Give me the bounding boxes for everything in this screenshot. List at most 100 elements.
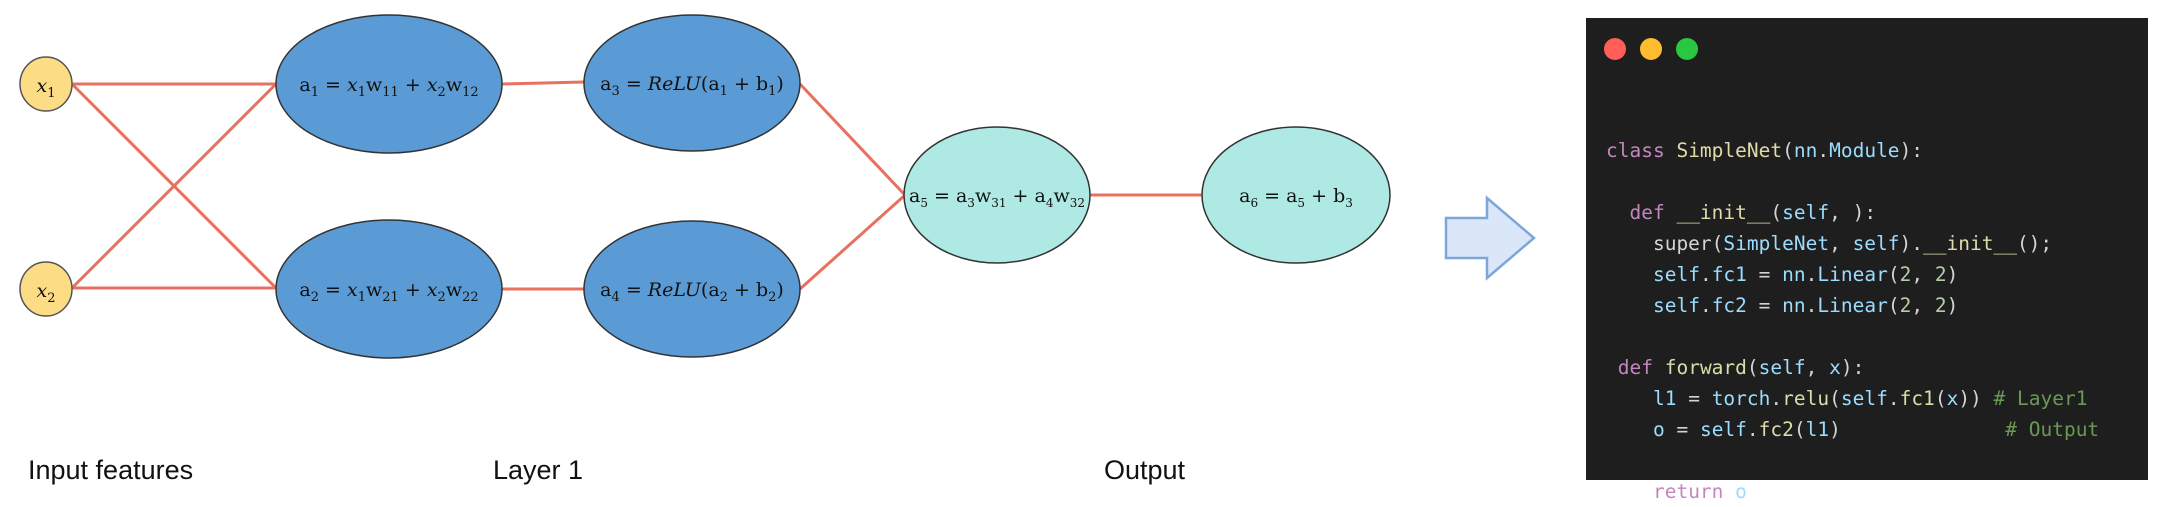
code-token: __init__ (1923, 232, 2017, 255)
code-token: def (1617, 356, 1665, 379)
code-window: class SimpleNet(nn.Module): def __init__… (1586, 18, 2148, 503)
code-token (1606, 480, 1653, 503)
code-token: ( (1782, 139, 1794, 162)
code-line: def forward(self, x): (1606, 352, 2099, 383)
code-token: self (1852, 232, 1900, 255)
code-token: , (1805, 356, 1830, 379)
code-token: def (1629, 201, 1677, 224)
code-token: ( (1770, 201, 1783, 224)
code-token (1606, 356, 1618, 379)
code-token: o (1652, 418, 1665, 441)
label-layer-1: Layer 1 (493, 455, 583, 485)
code-token: class (1606, 139, 1677, 162)
code-line: class SimpleNet(nn.Module): (1606, 135, 2099, 166)
code-token: relu (1782, 387, 1830, 410)
code-token (1606, 201, 1629, 224)
code-token: super( (1606, 232, 1724, 255)
code-token: 2 (1934, 294, 1947, 317)
code-token: 2 (1899, 294, 1912, 317)
node-a4: a4 = ReLU(a2 + b2) (583, 220, 801, 358)
network-diagram: x1 x2 a1 = x1w11 + x2w12 a2 = x1w21 + x2… (19, 14, 1536, 485)
code-token: self (1782, 201, 1830, 224)
code-token (1606, 418, 1653, 441)
svg-text:a2 = x1w21 + x2w22: a2 = x1w21 + x2w22 (299, 279, 478, 305)
code-token: . (1887, 387, 1900, 410)
code-token: . (1746, 418, 1759, 441)
code-block: class SimpleNet(nn.Module): def __init__… (1606, 104, 2099, 507)
code-token: Linear (1817, 263, 1888, 286)
code-token: fc2 (1711, 294, 1747, 317)
code-token: ): (1899, 139, 1924, 162)
x1-var: x (37, 75, 48, 97)
code-token: , ): (1829, 201, 1877, 224)
code-token: torch (1711, 387, 1771, 410)
code-token: )) (1958, 387, 1994, 410)
code-token: . (1817, 139, 1830, 162)
code-token: ( (1887, 263, 1900, 286)
edge-x2-a1 (70, 82, 278, 290)
code-token: , (1911, 294, 1935, 317)
maximize-dot-icon (1676, 38, 1698, 60)
code-token: ). (1899, 232, 1924, 255)
svg-text:x2: x2 (37, 280, 56, 306)
code-line: def __init__(self, ): (1606, 197, 2099, 228)
code-token: = (1664, 418, 1700, 441)
code-token: , (1829, 232, 1853, 255)
code-token: self (1840, 387, 1888, 410)
svg-text:a3 = ReLU(a1 + b1): a3 = ReLU(a1 + b1) (600, 73, 784, 99)
node-a3: a3 = ReLU(a1 + b1) (583, 14, 801, 152)
code-token: (); (2016, 232, 2053, 255)
code-token: x (1829, 356, 1841, 379)
svg-text:a1 = x1w11 + x2w12: a1 = x1w11 + x2w12 (299, 74, 478, 100)
code-line: super(SimpleNet, self).__init__(); (1606, 228, 2099, 259)
code-line: o = self.fc2(l1) # Output (1606, 414, 2099, 445)
code-token: 2 (1899, 263, 1912, 286)
x1-sub: 1 (47, 86, 55, 101)
node-a6: a6 = a5 + b3 (1201, 126, 1391, 264)
code-line: l1 = torch.relu(self.fc1(x)) # Layer1 (1606, 383, 2099, 414)
code-token: ( (1829, 387, 1841, 410)
node-x2: x2 (19, 261, 73, 317)
edge-a1-a3 (501, 80, 585, 86)
x2-sub: 2 (47, 291, 55, 306)
code-token: self (1652, 294, 1700, 317)
code-token: forward (1664, 356, 1747, 379)
close-dot-icon (1604, 38, 1626, 60)
code-token: x (1946, 387, 1959, 410)
code-token: . (1805, 263, 1818, 286)
code-token: ( (1887, 294, 1900, 317)
code-token: 2 (1934, 263, 1947, 286)
code-line (1606, 104, 2099, 135)
code-token: self (1758, 356, 1806, 379)
code-token (1606, 387, 1653, 410)
code-token: SimpleNet (1723, 232, 1830, 255)
code-token: , (1911, 263, 1935, 286)
code-token: ): (1840, 356, 1865, 379)
code-token: self (1699, 418, 1747, 441)
code-token: nn (1782, 294, 1806, 317)
code-token: ( (1746, 356, 1759, 379)
svg-text:a6 = a5 + b3: a6 = a5 + b3 (1239, 185, 1353, 210)
code-token: fc1 (1711, 263, 1747, 286)
minimize-dot-icon (1640, 38, 1662, 60)
code-line (1606, 445, 2099, 476)
code-token: __init__ (1676, 201, 1771, 224)
right-arrow-icon (1444, 195, 1536, 281)
label-input-features: Input features (28, 455, 193, 485)
code-token: Linear (1817, 294, 1888, 317)
code-token: # Output (2005, 418, 2100, 441)
code-token: self (1652, 263, 1700, 286)
code-token: . (1699, 294, 1712, 317)
code-token: fc1 (1899, 387, 1935, 410)
code-token: = (1746, 294, 1783, 317)
edge-a4-a5 (799, 194, 905, 291)
code-token: fc2 (1758, 418, 1794, 441)
code-token: ) (1829, 418, 2006, 441)
code-token: return (1652, 480, 1736, 503)
x2-var: x (37, 280, 48, 302)
node-a2: a2 = x1w21 + x2w22 (275, 219, 503, 359)
code-line (1606, 166, 2099, 197)
label-output: Output (1104, 455, 1186, 485)
edges (70, 80, 1202, 291)
code-line: self.fc2 = nn.Linear(2, 2) (1606, 290, 2099, 321)
